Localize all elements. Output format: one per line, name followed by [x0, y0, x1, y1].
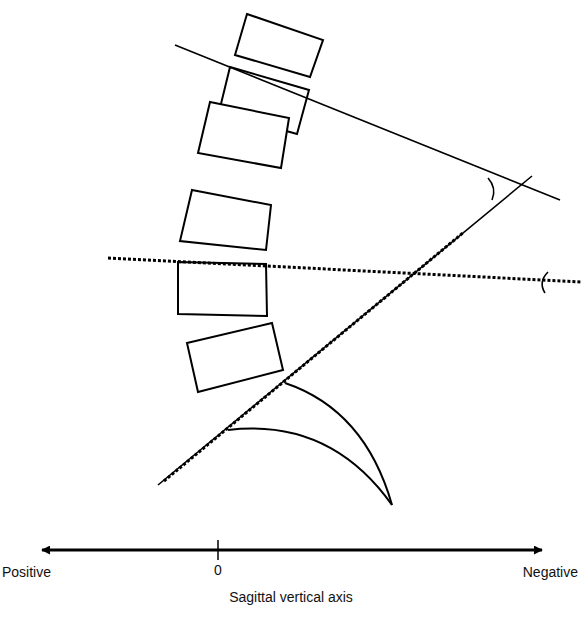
axis-tick	[217, 540, 219, 560]
sacrum-curve	[228, 429, 392, 505]
angle-arc	[488, 178, 494, 200]
vertebrae	[178, 14, 323, 392]
axis-zero-label: 0	[214, 562, 222, 578]
sacral-line	[158, 176, 532, 485]
vertebra	[235, 14, 323, 77]
vertebra	[198, 102, 289, 168]
sacrum-curve	[285, 383, 392, 505]
axis-title: Sagittal vertical axis	[229, 589, 353, 605]
axis-end-label: Negative	[523, 564, 578, 580]
sacrum	[228, 383, 392, 505]
vertebra	[187, 323, 283, 392]
vertebra	[178, 262, 267, 316]
endplate-line	[175, 45, 560, 200]
horizontal-reference	[108, 258, 582, 282]
angle-arc	[542, 272, 548, 293]
vertebra	[180, 190, 271, 250]
axis-arrow	[42, 549, 542, 552]
axis-end-label: Positive	[2, 564, 51, 580]
